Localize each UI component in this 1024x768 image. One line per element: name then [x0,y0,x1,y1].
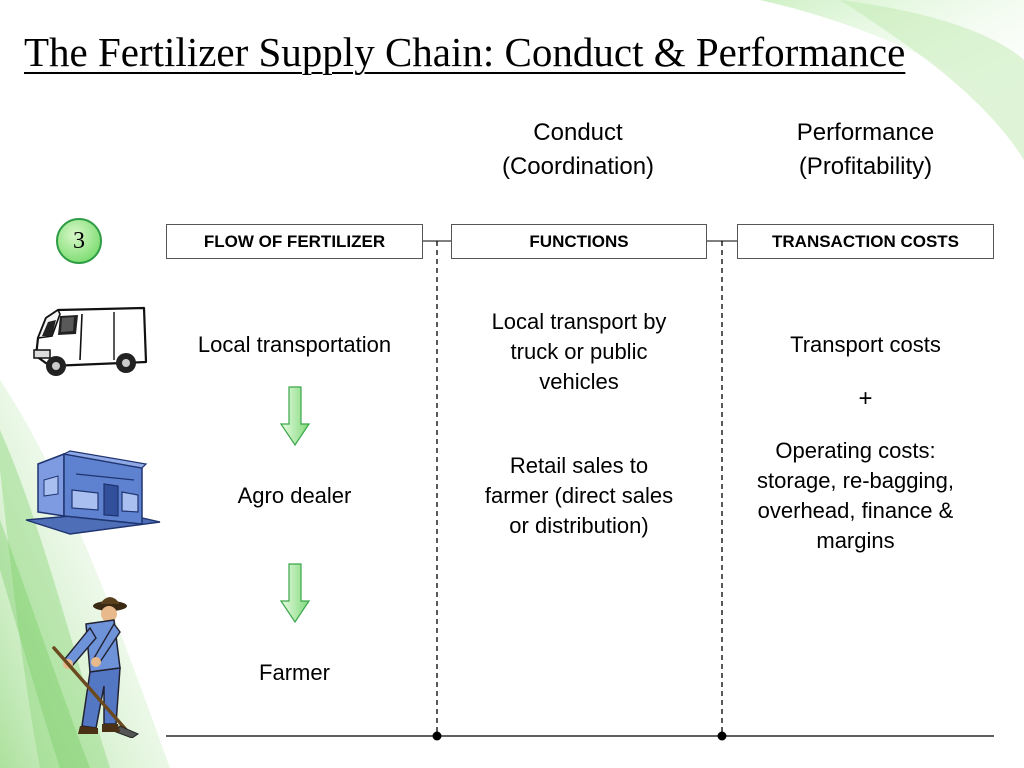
function-retail-sales: Retail sales to farmer (direct sales or … [459,451,699,541]
cost-operating-line2: storage, re-bagging, [757,468,954,493]
header-conduct-line1: Conduct [533,119,623,146]
down-arrow-icon [280,563,310,623]
function-local-transport-line1: Local transport by [491,309,667,334]
farmer-hoeing-icon [52,597,140,738]
function-retail-sales-line1: Retail sales to [509,453,649,478]
function-retail-sales-line3: or distribution) [509,513,649,538]
cost-transport: Transport costs [790,332,941,357]
header-performance-line1: Performance [796,119,935,146]
function-local-transport: Local transport by truck or public vehic… [459,307,699,397]
function-local-transport-line3: vehicles [539,369,619,394]
flow-farmer: Farmer [259,660,330,685]
header-performance-line2: (Profitability) [798,153,933,180]
function-retail-sales-line2: farmer (direct sales [484,483,674,508]
cost-operating: Operating costs: storage, re-bagging, ov… [727,436,984,556]
delivery-van-icon [33,306,148,376]
step-number-badge: 3 [56,218,102,264]
box-functions: FUNCTIONS [451,224,707,259]
cost-operating-line1: Operating costs: [775,438,936,463]
box-transaction-costs: TRANSACTION COSTS [737,224,994,259]
header-conduct-line2: (Coordination) [501,153,655,180]
cost-operating-line4: margins [816,528,895,553]
store-icon [25,450,161,535]
box-flow-of-fertilizer: FLOW OF FERTILIZER [166,224,423,259]
cost-plus-sign: + [858,385,873,412]
flow-agro-dealer: Agro dealer [237,483,352,508]
function-local-transport-line2: truck or public [510,339,648,364]
slide-title: The Fertilizer Supply Chain: Conduct & P… [24,29,906,75]
baseline-dot-right [717,731,727,741]
baseline-dot-left [432,731,442,741]
header-performance: Performance (Profitability) [743,116,988,184]
flow-local-transportation: Local transportation [197,332,392,357]
cost-operating-line3: overhead, finance & [757,498,954,523]
header-conduct: Conduct (Coordination) [458,116,698,184]
down-arrow-icon [280,386,310,446]
